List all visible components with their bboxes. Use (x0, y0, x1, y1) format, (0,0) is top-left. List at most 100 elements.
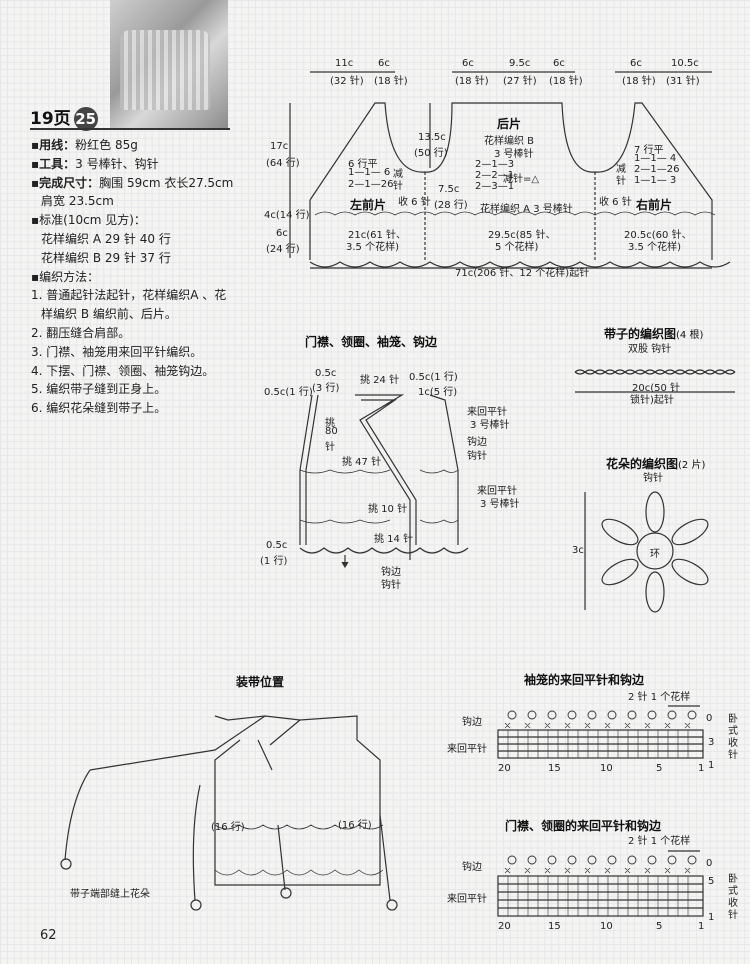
header-rule (30, 128, 230, 130)
decrease-label: 2—1—26 (634, 164, 680, 175)
chart-right-label: 针 (728, 910, 738, 921)
chart-right-label: 式 (728, 886, 738, 897)
decrease-label: 1—1— 4 (634, 153, 677, 164)
tie-position-title: 装带位置 (236, 675, 285, 689)
front-chart-grid (497, 875, 704, 917)
dim-label: (28 行) (434, 200, 468, 211)
page-number: 62 (40, 928, 57, 943)
gauge-b: 花样编织 B 29 针 37 行 (41, 250, 171, 265)
dim-label: 13.5c (418, 132, 446, 143)
chart-right-label: 收 (728, 738, 738, 749)
decrease-label: 2—2—1 (475, 170, 515, 181)
step: 3. 门襟、袖笼用来回平针编织。 (31, 344, 203, 359)
garment-photo (110, 0, 228, 128)
pattern-info: ▪用线：粉红色 85g ▪工具：3 号棒针、钩针 ▪完成尺寸：胸围 59cm 衣… (31, 136, 233, 418)
edge-label: 1c(5 行) (418, 387, 458, 398)
tools-value: 3 号棒针、钩针 (75, 156, 159, 171)
edge-label: 挑 47 针 (342, 457, 382, 468)
flower-petals (601, 491, 709, 613)
yarn-label: 用线： (39, 138, 76, 152)
back-needle: 3 号棒针 (494, 149, 534, 160)
decrease-label: 6 行平 (348, 159, 378, 170)
edge-label: 3 号棒针 (480, 499, 520, 510)
decrease-label: 针 (616, 176, 626, 187)
dim-label: 7.5c (438, 184, 460, 195)
strap-count: (4 根) (676, 330, 704, 341)
flower-ring-label: 环 (650, 549, 660, 560)
chart-right-label: 收 (728, 898, 738, 909)
dim-label: 17c (270, 141, 289, 152)
edge-label: 挑 14 针 (374, 534, 414, 545)
body-outline (309, 102, 713, 260)
dim-label: 5 个花样) (495, 242, 539, 253)
step: 2. 翻压缝合肩部。 (31, 325, 131, 340)
chart-right-label: 卧 (728, 714, 738, 725)
step: 样编织 B 编织前、后片。 (41, 307, 177, 322)
edge-label: 0.5c(1 行) (264, 387, 313, 398)
dim-label: 21c(61 针、 (348, 230, 407, 241)
dim-label: 6c (630, 58, 642, 69)
row-label: 来回平针 (447, 894, 487, 905)
edge-label: 挑 10 针 (368, 504, 408, 515)
chart-right-label: 式 (728, 726, 738, 737)
edge-label: (3 行) (312, 383, 340, 394)
repeat-label: 2 针 1 个花样 (628, 692, 691, 703)
col-number: 20 (498, 921, 511, 932)
edge-label: 针 (325, 442, 335, 453)
edge-label: 0.5c(1 行) (409, 372, 458, 383)
front-pattern: 花样编织 A 3 号棒针 (480, 204, 573, 215)
dim-label: (32 针) (330, 76, 364, 87)
repeat-label: 2 针 1 个花样 (628, 836, 691, 847)
col-number: 15 (548, 763, 561, 774)
size-value: 胸围 59cm 衣长27.5cm (99, 175, 234, 190)
row-label: 钩边 (462, 862, 482, 873)
cast-on-label: 71c(206 针、12 个花样)起针 (455, 268, 590, 279)
step: 6. 编织花朵缝到带子上。 (31, 401, 167, 416)
chart-right-label: 卧 (728, 874, 738, 885)
gauge-a: 花样编织 A 29 针 40 行 (41, 231, 171, 246)
dim-label: (27 针) (503, 76, 537, 87)
size-line2: 肩宽 23.5cm (41, 194, 114, 209)
decrease-label: 2—3—1 (475, 181, 515, 192)
chart-right-label: 0 (706, 858, 713, 869)
decrease-label: 1—1— 3 (634, 175, 677, 186)
step: 5. 编织带子缝到正身上。 (31, 382, 167, 397)
decrease-label: 减 (393, 169, 403, 180)
row-number: 1 (708, 760, 715, 771)
tie-garment (214, 715, 381, 886)
flower-title-text: 花朵的编织图 (606, 457, 679, 471)
row-label: 钩边 (462, 717, 482, 728)
method-label: 编织方法： (39, 269, 100, 284)
dim-label: 6c (276, 228, 288, 239)
row-label: (16 行) (338, 820, 372, 831)
dim-label: 6c (462, 58, 474, 69)
strap-label: 20c(50 针 (632, 383, 681, 394)
tools-label: 工具： (39, 156, 76, 171)
chart-right-label: 针 (728, 750, 738, 761)
decrease-label: 减针=△ (503, 174, 540, 185)
dim-label: (24 行) (266, 244, 300, 255)
edge-label: 来回平针 (467, 407, 507, 418)
gauge-label: 标准(10cm 见方)： (39, 213, 146, 228)
dim-label: (31 针) (666, 76, 700, 87)
edge-label: 挑 24 针 (360, 375, 400, 386)
decrease-label: 1—1— 6 (348, 167, 391, 178)
flower-title: 花朵的编织图(2 片) (606, 455, 705, 472)
edge-label: 钩边 (467, 437, 487, 448)
sleeve-chart-title: 袖笼的来回平针和钩边 (524, 673, 645, 687)
right-front-title: 右前片 (636, 198, 673, 212)
tie-note: 带子端部缝上花朵 (70, 889, 150, 900)
edge-label: 钩针 (381, 580, 401, 591)
dim-label: 29.5c(85 针、 (488, 230, 556, 241)
strap-label: 锁针)起针 (630, 395, 674, 406)
edge-label: 0.5c (266, 540, 288, 551)
scalloped-hem (309, 261, 731, 268)
bind-off-label: 收 6 针 (599, 197, 632, 208)
col-number: 5 (656, 763, 663, 774)
flower-ring (636, 532, 674, 570)
flower-count: (2 片) (678, 460, 706, 471)
step: 4. 下摆、门襟、领圈、袖笼钩边。 (31, 363, 215, 378)
col-number: 1 (698, 763, 705, 774)
